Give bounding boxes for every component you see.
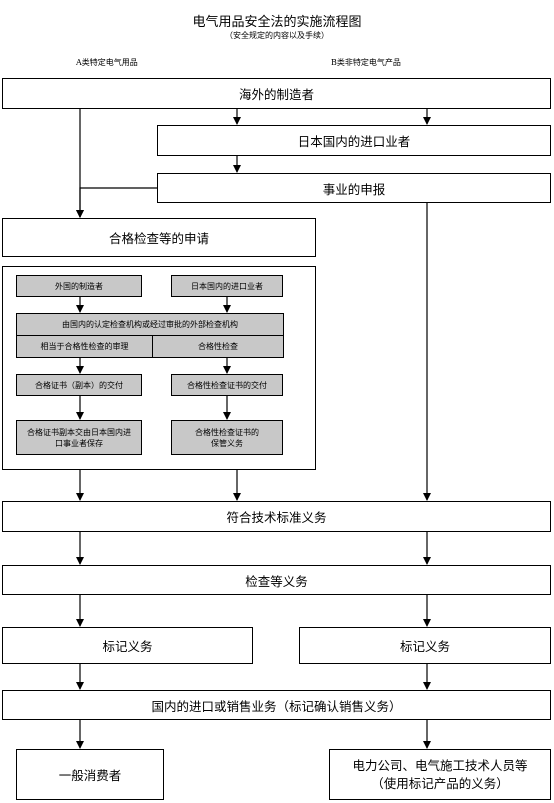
cert-delivery-box: 合格性检查证书的交付 (171, 374, 283, 396)
equivalent-review-box: 相当于合格性检查的审理 (16, 335, 153, 358)
power-company-box: 电力公司、电气施工技术人员等 （使用标记产品的义务） (329, 749, 551, 800)
business-report-box: 事业的申报 (157, 173, 551, 203)
marking-duty-right-box: 标记义务 (299, 627, 551, 664)
page-title: 电气用品安全法的实施流程图 (192, 15, 362, 30)
overseas-manufacturer-box: 海外的制造者 (2, 78, 551, 109)
japan-importer-box: 日本国内的进口业者 (157, 125, 551, 156)
inspection-duty-box: 检查等义务 (2, 565, 551, 595)
page-subtitle: （安全规定的内容以及手续） (225, 31, 329, 40)
general-consumer-box: 一般消费者 (16, 749, 164, 800)
conformity-process-frame (2, 266, 316, 470)
domestic-import-sales-box: 国内的进口或销售业务（标记确认销售义务） (2, 690, 551, 720)
category-b-label: B类非特定电气产品 (331, 58, 401, 67)
arrow-report-to-application (76, 187, 157, 218)
category-a-label: A类特定电气用品 (76, 58, 138, 67)
foreign-manufacturer-box: 外国的制造者 (16, 275, 142, 297)
japan-importer-small-box: 日本国内的进口业者 (171, 275, 283, 297)
cert-keep-box: 合格性检查证书的 保管义务 (171, 420, 283, 455)
marking-duty-left-box: 标记义务 (2, 627, 253, 664)
tech-standard-box: 符合技术标准义务 (2, 501, 551, 532)
conformity-application-box: 合格检查等的申请 (2, 218, 316, 257)
cert-copy-keep-box: 合格证书副本交由日本国内进 口事业者保存 (16, 420, 142, 455)
cert-copy-delivery-box: 合格证书（副本）的交付 (16, 374, 142, 396)
conformity-inspection-box: 合格性检查 (152, 335, 284, 358)
